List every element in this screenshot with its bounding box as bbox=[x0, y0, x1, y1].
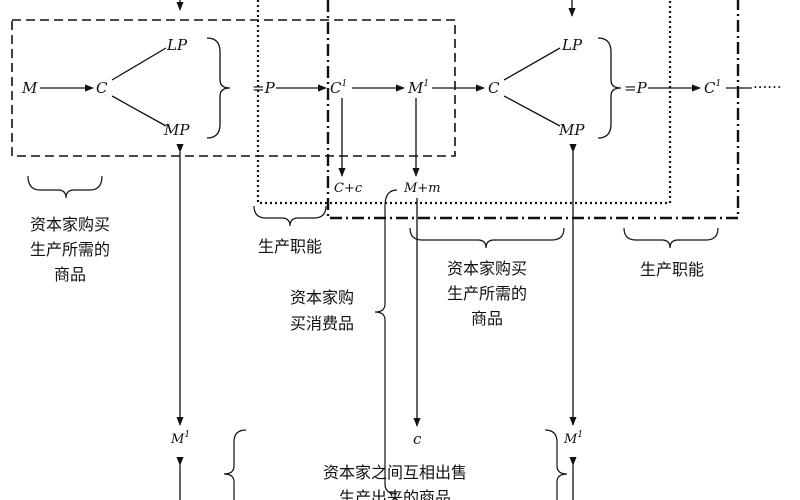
node-m-plus-m: M+m bbox=[403, 181, 441, 196]
label-buy-consumer-line1: 资本家购 bbox=[290, 288, 354, 307]
node-c-plus-c: C+c bbox=[334, 181, 363, 196]
node-c-prime2: C1 bbox=[704, 79, 721, 97]
trailing-dots: ······ bbox=[753, 78, 782, 96]
node-m-prime-left: M1 bbox=[170, 430, 190, 447]
node-c-small: c bbox=[413, 430, 422, 448]
underbrace-production-2 bbox=[623, 227, 719, 249]
node-c-prime1: C1 bbox=[330, 79, 347, 97]
label-buy-means-mid-line1: 资本家购买 bbox=[447, 259, 527, 278]
label-buy-means-mid-line2: 生产所需的 bbox=[447, 284, 527, 303]
label-production-function-1: 生产职能 bbox=[258, 237, 322, 256]
branch-c1-mp bbox=[111, 95, 167, 127]
branch-c1-lp bbox=[111, 47, 167, 81]
label-buy-consumer-line2: 买消费品 bbox=[290, 314, 354, 333]
label-production-function-2: 生产职能 bbox=[640, 260, 704, 279]
underbrace-production-1 bbox=[253, 205, 327, 227]
label-buy-means-left-line3: 商品 bbox=[54, 265, 86, 284]
branch-c2-mp bbox=[503, 95, 561, 127]
node-c1: C bbox=[96, 79, 108, 97]
label-buy-means-left-line2: 生产所需的 bbox=[30, 240, 110, 259]
node-lp2: LP bbox=[561, 36, 583, 54]
brace-2 bbox=[597, 37, 622, 139]
label-sell-between-line2: 生产出来的商品 bbox=[339, 488, 451, 500]
node-lp1: LP bbox=[166, 36, 188, 54]
node-mp1: MP bbox=[163, 121, 190, 139]
label-buy-means-mid-line3: 商品 bbox=[471, 309, 503, 328]
node-c2: C bbox=[488, 79, 500, 97]
branch-c2-lp bbox=[503, 47, 561, 81]
second-cycle-dashdot-box bbox=[326, 0, 740, 220]
brace-1 bbox=[206, 37, 231, 139]
node-p1: =P bbox=[252, 79, 276, 97]
node-mp2: MP bbox=[558, 121, 585, 139]
node-m-prime1: M1 bbox=[407, 79, 429, 97]
brace-consumer bbox=[374, 189, 398, 495]
node-p2: =P bbox=[624, 79, 648, 97]
label-buy-means-left-line1: 资本家购买 bbox=[30, 215, 110, 234]
node-m-prime-right: M1 bbox=[563, 430, 583, 447]
brace-sell-right bbox=[544, 429, 568, 500]
underbrace-left bbox=[27, 175, 103, 199]
node-m-start: M bbox=[21, 79, 38, 97]
underbrace-mid bbox=[409, 227, 565, 249]
label-sell-between-line1: 资本家之间互相出售 bbox=[323, 463, 467, 482]
brace-sell-left bbox=[223, 429, 247, 500]
production-dotted-box bbox=[256, 0, 672, 205]
